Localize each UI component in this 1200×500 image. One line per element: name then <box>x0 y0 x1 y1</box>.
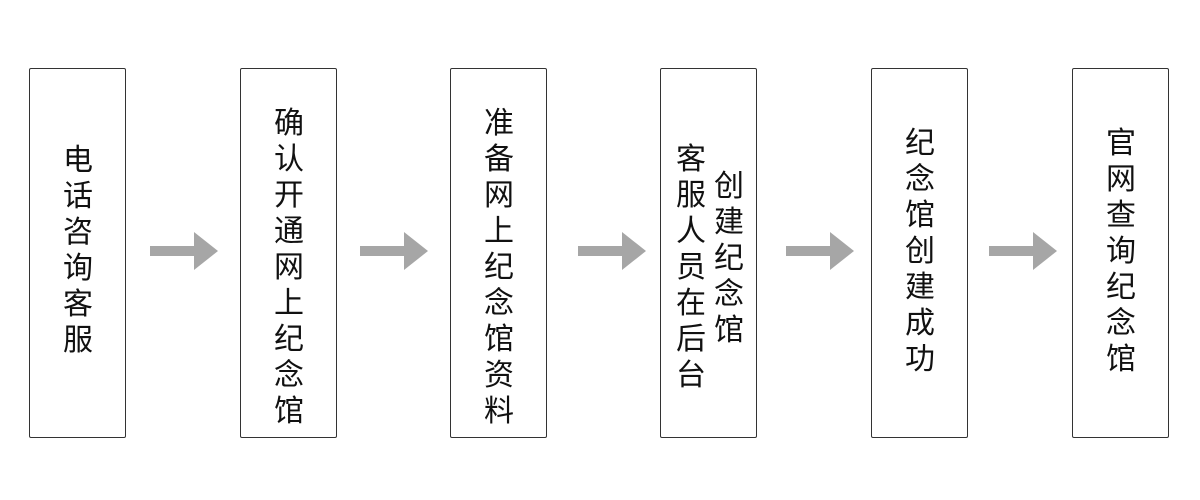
step-2-text: 确认开通网上纪念馆 <box>274 106 304 429</box>
step-1-text: 电话咨询客服 <box>63 143 93 358</box>
arrow-right-icon <box>578 232 646 270</box>
step-4-text-secondary: 创建纪念馆 <box>714 169 744 348</box>
step-box-5: 纪念馆创建成功 <box>871 68 968 438</box>
arrow-right-icon <box>989 232 1057 270</box>
arrow-right-icon <box>360 232 428 270</box>
step-box-3: 准备网上纪念馆资料 <box>450 68 547 438</box>
step-5-text: 纪念馆创建成功 <box>905 126 935 377</box>
step-3-text: 准备网上纪念馆资料 <box>484 106 514 429</box>
step-box-2: 确认开通网上纪念馆 <box>240 68 337 438</box>
arrow-right-icon <box>150 232 218 270</box>
step-box-6: 官网查询纪念馆 <box>1072 68 1169 438</box>
step-6-text: 官网查询纪念馆 <box>1106 126 1136 377</box>
step-box-4: 客服人员在后台 创建纪念馆 <box>660 68 757 438</box>
arrow-right-icon <box>786 232 854 270</box>
step-4-text-main: 客服人员在后台 <box>676 142 706 393</box>
step-box-1: 电话咨询客服 <box>29 68 126 438</box>
